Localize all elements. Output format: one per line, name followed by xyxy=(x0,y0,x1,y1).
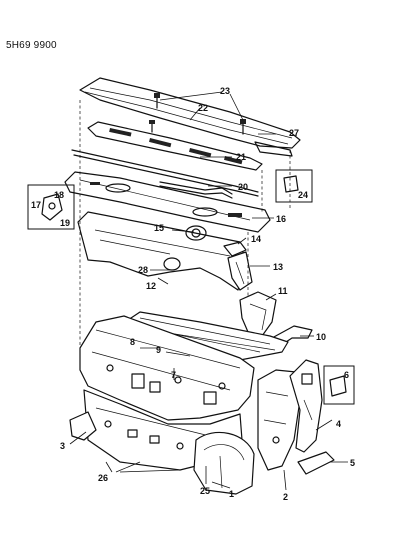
cowl-top-grille xyxy=(79,77,301,157)
callout-2: 2 xyxy=(283,492,288,502)
side-bracket-11 xyxy=(239,291,277,337)
callout-9: 9 xyxy=(156,345,161,355)
callout-24: 24 xyxy=(298,190,308,200)
drain-tube xyxy=(159,181,233,199)
side-cowl-panel-2 xyxy=(257,369,301,471)
callout-21: 21 xyxy=(236,152,246,162)
detail-box-6 xyxy=(323,365,355,405)
bracket-14 xyxy=(223,241,247,257)
callout-6: 6 xyxy=(344,370,349,380)
detail-box-17-19 xyxy=(27,184,75,230)
clip-6 xyxy=(329,375,347,397)
plate-5 xyxy=(297,451,335,475)
callout-25: 25 xyxy=(200,486,210,496)
callout-13: 13 xyxy=(273,262,283,272)
side-bracket-13 xyxy=(227,251,253,291)
cowl-dash-panel xyxy=(79,315,255,421)
callout-4: 4 xyxy=(336,419,341,429)
plenum-lower-panel xyxy=(77,211,247,291)
callout-17: 17 xyxy=(31,200,41,210)
cowl-seal-strip xyxy=(71,149,259,197)
wheelhouse-panel-1 xyxy=(193,431,255,495)
callout-leaders xyxy=(69,91,348,491)
side-panel-4 xyxy=(289,359,323,453)
plenum-upper-panel xyxy=(64,171,271,233)
document-code: 5H69 9900 xyxy=(6,40,57,51)
callout-28: 28 xyxy=(138,265,148,275)
screw-fastener xyxy=(149,93,246,135)
callout-3: 3 xyxy=(60,441,65,451)
callout-27: 27 xyxy=(289,128,299,138)
callout-8: 8 xyxy=(130,337,135,347)
bracket-3 xyxy=(69,411,97,441)
callout-12: 12 xyxy=(146,281,156,291)
callout-23: 23 xyxy=(220,86,230,96)
callout-15: 15 xyxy=(154,223,164,233)
louver-screen-panel xyxy=(87,121,263,171)
callout-16: 16 xyxy=(276,214,286,224)
callout-20: 20 xyxy=(238,182,248,192)
callout-14: 14 xyxy=(251,234,261,244)
callout-5: 5 xyxy=(350,458,355,468)
detail-box-24 xyxy=(275,169,313,203)
callout-7: 7 xyxy=(171,370,176,380)
callout-18: 18 xyxy=(54,190,64,200)
callout-22: 22 xyxy=(198,103,208,113)
callout-26: 26 xyxy=(98,473,108,483)
alignment-lines xyxy=(79,100,291,345)
callout-19: 19 xyxy=(60,218,70,228)
callout-1: 1 xyxy=(229,489,234,499)
callout-labels: 1 2 3 4 5 6 7 8 9 10 11 12 13 14 15 16 1… xyxy=(31,86,355,502)
callout-11: 11 xyxy=(278,286,288,296)
callout-10: 10 xyxy=(316,332,326,342)
